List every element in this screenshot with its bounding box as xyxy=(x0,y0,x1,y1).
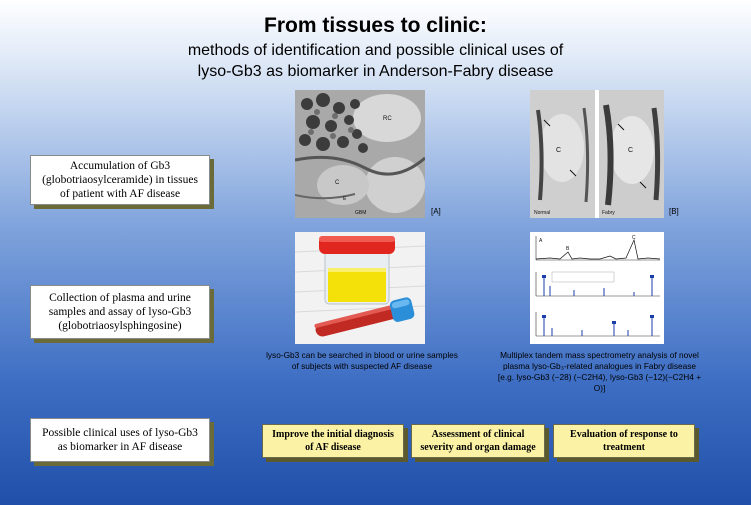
caption-sample-collection: lyso-Gb3 can be searched in blood or uri… xyxy=(266,350,458,371)
micro-label-rc: RC xyxy=(383,116,392,122)
micro-label-gbm: GBM xyxy=(355,210,366,216)
micro-label-c-fabry: C xyxy=(628,147,633,154)
micrograph-b-image: C C Normal Fabry xyxy=(530,90,664,218)
spectrum-label-b: B xyxy=(566,246,570,252)
diagram-title: From tissues to clinic: xyxy=(264,14,487,37)
step-text: Possible clinical uses of lyso-Gb3 as bi… xyxy=(42,427,198,453)
micro-label-c-normal: C xyxy=(556,147,561,154)
step-box-clinical-uses: Possible clinical uses of lyso-Gb3 as bi… xyxy=(30,418,210,462)
step-box-accumulation: Accumulation of Gb3 (globotriaosylcerami… xyxy=(30,155,210,205)
reference-label-a: [A] xyxy=(431,207,441,216)
diagram-subtitle-line1: methods of identification and possible c… xyxy=(187,42,564,59)
sample-tubes-image xyxy=(295,232,425,344)
micro-label-normal: Normal xyxy=(534,210,550,216)
diagram-subtitle-line2: lyso-Gb3 as biomarker in Anderson-Fabry … xyxy=(197,63,554,80)
use-box-treatment-response: Evaluation of response to treatment xyxy=(553,424,695,458)
use-text: Assessment of clinical severity and orga… xyxy=(420,429,536,453)
use-text: Improve the initial diagnosis of AF dise… xyxy=(272,429,394,453)
spectrum-label-a: A xyxy=(539,238,543,244)
step-box-collection: Collection of plasma and urine samples a… xyxy=(30,285,210,339)
use-box-diagnosis: Improve the initial diagnosis of AF dise… xyxy=(262,424,404,458)
step-text: Accumulation of Gb3 (globotriaosylcerami… xyxy=(42,160,198,200)
micrograph-a-image: RC C E GBM xyxy=(295,90,425,218)
spectrum-label-c: C xyxy=(632,235,636,241)
reference-label-b: [B] xyxy=(669,207,679,216)
sample-tubes-graphic xyxy=(295,232,425,344)
micro-label-c: C xyxy=(335,180,340,186)
use-box-severity: Assessment of clinical severity and orga… xyxy=(411,424,545,458)
micro-label-fabry: Fabry xyxy=(602,210,615,216)
micrograph-a-graphic: RC C E GBM xyxy=(295,90,425,218)
micrograph-b-graphic: C C Normal Fabry xyxy=(530,90,664,218)
mass-spectrum-graphic: A B C xyxy=(530,232,664,344)
mass-spectrum-image: A B C xyxy=(530,232,664,344)
micro-label-e: E xyxy=(343,196,347,202)
step-text: Collection of plasma and urine samples a… xyxy=(48,292,192,332)
caption-mass-spectrometry: Multiplex tandem mass spectrometry analy… xyxy=(497,350,702,393)
use-text: Evaluation of response to treatment xyxy=(570,429,678,453)
